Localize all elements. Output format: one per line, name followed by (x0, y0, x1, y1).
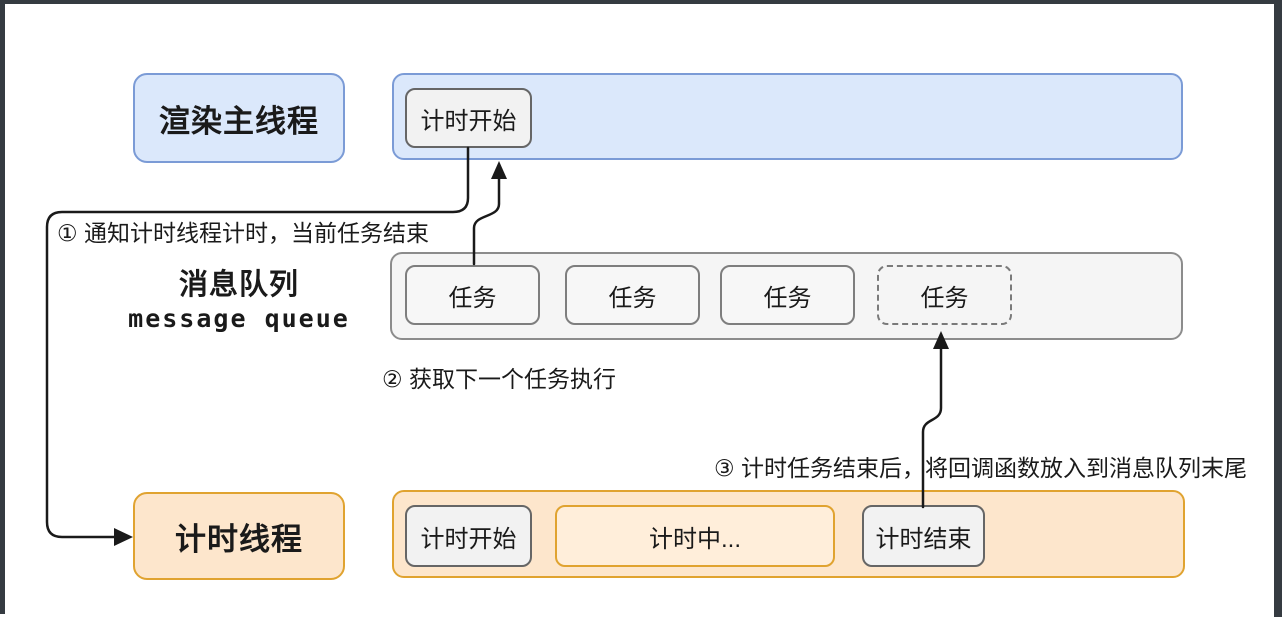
arrow-step2-fetch-next-task (472, 161, 507, 266)
timer-start-box-top: 计时开始 (405, 88, 532, 148)
timing-box: 计时中... (555, 505, 835, 567)
task-box-3: 任务 (720, 265, 855, 325)
arrow-step1-notify-timer-thread (45, 146, 470, 546)
task-box-4-dashed: 任务 (877, 265, 1012, 325)
message-queue-label: 消息队列 message queue (99, 268, 379, 336)
frame-top-border (0, 0, 1282, 4)
arrow-step2-head (491, 161, 507, 179)
timer-start-box-bottom: 计时开始 (405, 505, 532, 567)
annotation-step1: ① 通知计时线程计时，当前任务结束 (57, 220, 430, 246)
annotation-step2: ② 获取下一个任务执行 (382, 366, 617, 392)
timer-end-box: 计时结束 (862, 505, 985, 567)
message-queue-label-en: message queue (128, 304, 350, 333)
task-box-2: 任务 (565, 265, 700, 325)
frame-right-border (1274, 0, 1282, 617)
timer-thread-label: 计时线程 (133, 492, 345, 580)
annotation-step3: ③ 计时任务结束后，将回调函数放入到消息队列末尾 (714, 455, 1248, 481)
arrow-step1-head (114, 528, 133, 546)
message-queue-label-zh: 消息队列 (178, 269, 299, 301)
task-box-1: 任务 (405, 265, 540, 325)
frame-left-border (0, 0, 5, 614)
render-thread-label: 渲染主线程 (133, 73, 345, 163)
